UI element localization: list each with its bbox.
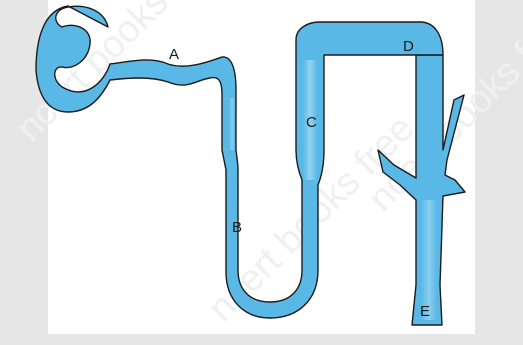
label-d: D	[403, 38, 414, 55]
label-a: A	[169, 46, 180, 63]
tube-highlight	[229, 98, 235, 150]
tube-highlight	[303, 60, 317, 180]
label-e: E	[420, 303, 431, 320]
collecting-duct	[377, 54, 466, 326]
tube-highlight	[421, 200, 437, 320]
label-b: B	[232, 219, 243, 236]
label-c: C	[306, 114, 317, 131]
renal-tubule	[35, 5, 444, 319]
